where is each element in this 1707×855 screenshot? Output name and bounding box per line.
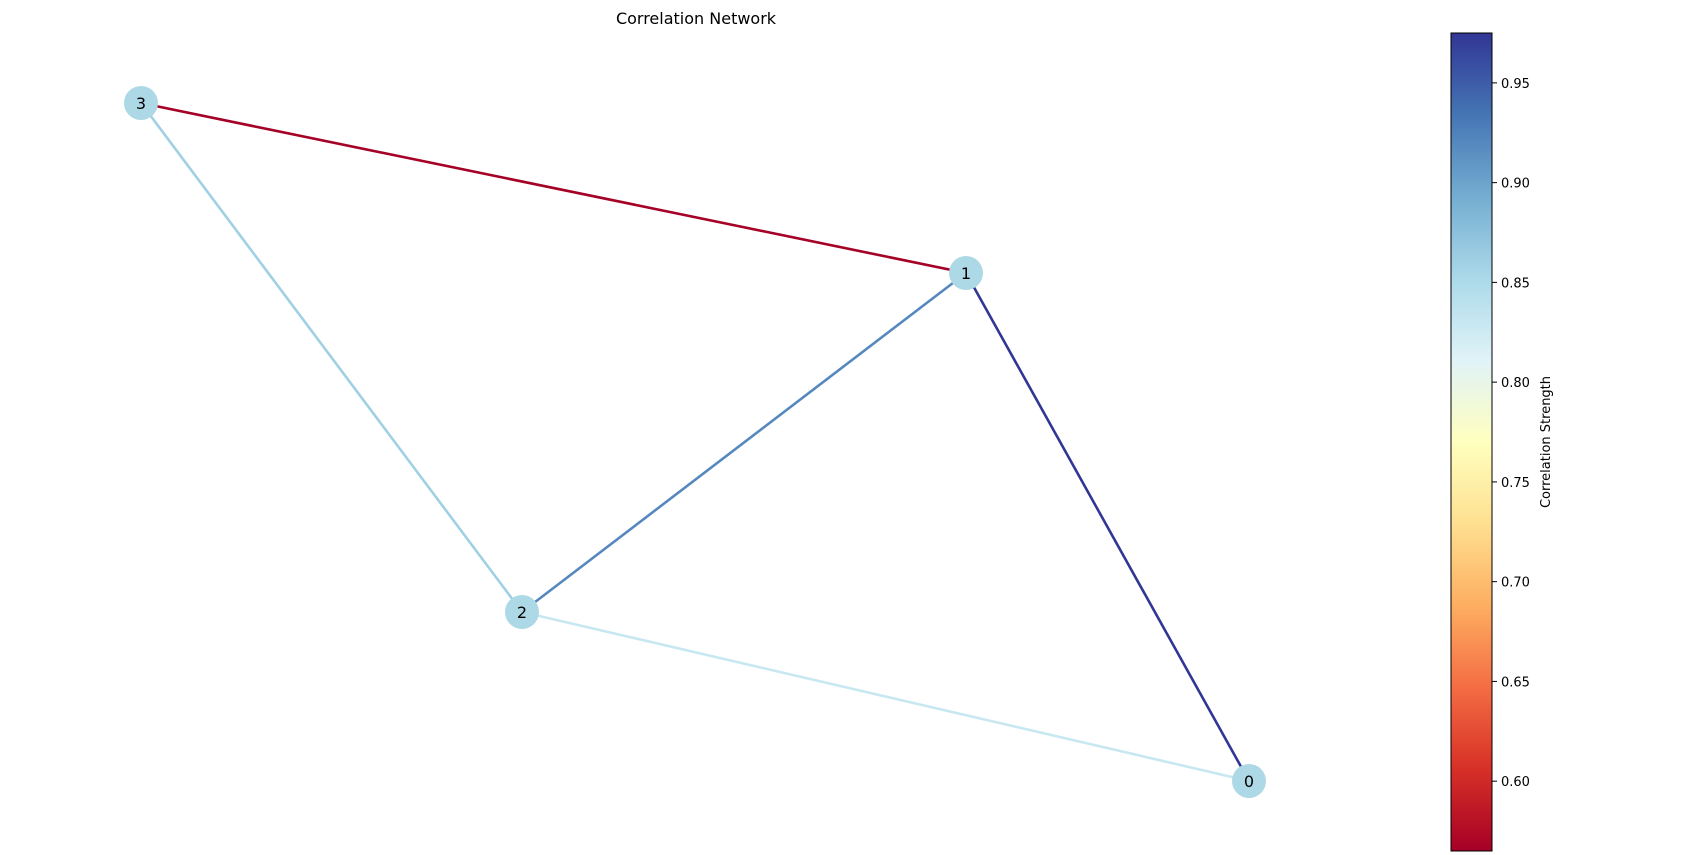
colorbar-label: Correlation Strength (1539, 376, 1554, 508)
edge-3-2 (139, 102, 524, 613)
edge-2-0 (521, 610, 1250, 783)
colorbar: 0.60 0.65 0.70 0.75 0.80 0.85 0.90 0.95 Correla… (1450, 32, 1554, 852)
node-label-0: 0 (1244, 772, 1254, 791)
chart-title: Correlation Network (616, 9, 777, 28)
colorbar-tick-label: 0.95 (1501, 77, 1530, 92)
node-1 (949, 256, 983, 290)
colorbar-tick-label: 0.75 (1501, 476, 1530, 491)
colorbar-tick-label: 0.90 (1501, 177, 1530, 192)
node-0 (1232, 764, 1266, 798)
edge-3-1 (140, 101, 967, 275)
edge-2-1 (521, 271, 967, 614)
colorbar-gradient (1450, 32, 1493, 852)
colorbar-tick-label: 0.65 (1501, 675, 1530, 690)
colorbar-ticks: 0.60 0.65 0.70 0.75 0.80 0.85 0.90 0.95 (1492, 77, 1530, 790)
node-3 (124, 86, 158, 120)
node-label-2: 2 (517, 603, 527, 622)
node-label-1: 1 (961, 264, 971, 283)
colorbar-tick-label: 0.80 (1501, 376, 1530, 391)
network-edges (139, 101, 1251, 783)
network-nodes: 0 1 2 3 (124, 86, 1266, 798)
colorbar-tick-label: 0.60 (1501, 775, 1530, 790)
colorbar-tick-label: 0.85 (1501, 276, 1530, 291)
node-2 (505, 595, 539, 629)
node-label-3: 3 (136, 94, 146, 113)
colorbar-tick-label: 0.70 (1501, 576, 1530, 591)
edge-1-0 (964, 272, 1251, 782)
